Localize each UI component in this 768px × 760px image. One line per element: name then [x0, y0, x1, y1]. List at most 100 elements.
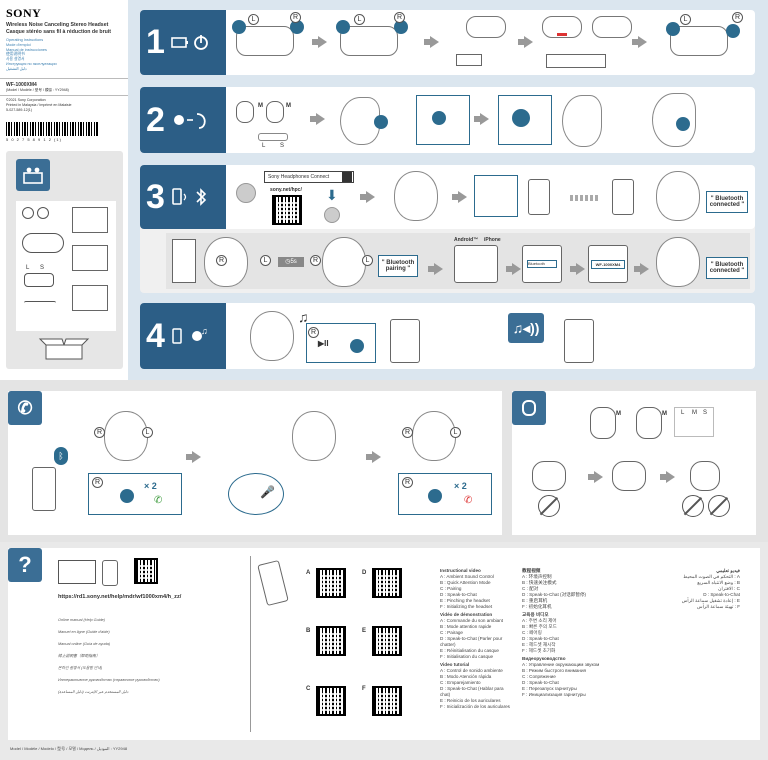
phone-music-illustration	[390, 319, 420, 363]
video-qr-d[interactable]	[372, 568, 402, 598]
r-marker: R	[732, 12, 743, 23]
barcode-digits: 5 0 2 7 5 8 9 1 2 (1)	[6, 137, 62, 142]
earbud-left	[666, 22, 680, 36]
tip-removal-illustration	[532, 461, 566, 491]
os-label-iphone: iPhone	[484, 237, 501, 243]
copyright: ©2021 Sony Corporation Printed in Malays…	[6, 98, 72, 112]
next-arrow	[588, 471, 603, 483]
video-qr-f[interactable]	[372, 686, 402, 716]
step-2-wear: 2 M M L S	[140, 87, 755, 153]
step-number: 1	[146, 23, 165, 61]
tip-label: M	[616, 411, 621, 417]
no-twist-icon	[538, 495, 560, 517]
qr-label-c: C	[306, 686, 311, 692]
microphone-icon: 🎤	[260, 485, 275, 499]
bluetooth-icon: ᛒ	[54, 447, 68, 465]
next-arrow	[428, 263, 443, 275]
l-marker: L	[362, 255, 373, 266]
person-illustration	[250, 311, 294, 361]
footer-model-line: Model / Modèle / Modelo / 型号 / 모델 / Моде…	[10, 746, 128, 751]
earbud-right	[726, 24, 740, 38]
tap-twice-label: × 2	[144, 481, 157, 491]
phone-device-list: WF-1000XM4	[588, 245, 628, 283]
os-label-android: Android™	[454, 237, 479, 243]
video-qr-b[interactable]	[316, 626, 346, 656]
r-marker: R	[94, 427, 105, 438]
eartip-m-right	[266, 101, 284, 123]
call-section: ✆ ᛒ R L R × 2 ✆ 🎤 R L R × 2 ✆	[8, 391, 502, 535]
model-number: WF-1000XM4	[6, 82, 37, 88]
search-text: Sony Headphones Connect	[268, 174, 330, 180]
talk-detail	[228, 473, 284, 515]
earbud	[350, 339, 364, 353]
language-list: Operating Instructions Mode d'emploi Man…	[6, 38, 57, 71]
clock-icon: ◷	[285, 259, 291, 265]
touch-sensor-detail	[172, 239, 196, 283]
phone-settings-illustration	[454, 245, 498, 283]
divider	[0, 95, 128, 96]
next-arrow	[424, 36, 439, 48]
search-icon[interactable]	[342, 172, 352, 182]
guide-lines: Online manual (Help Guide) Manuel en lig…	[58, 618, 160, 694]
help-guide-qr-code[interactable]	[134, 558, 158, 584]
video-qr-e[interactable]	[372, 626, 402, 656]
case-open-illustration	[236, 26, 294, 56]
app-qr-code[interactable]	[272, 195, 302, 225]
phone-bluetooth-icon	[172, 188, 207, 206]
svg-text:♫: ♫	[201, 326, 208, 336]
step-1-charge: 1 L R L R L R	[140, 10, 755, 75]
help-guide-url[interactable]: https://rd1.sony.net/help/mdr/wf1000xm4/…	[58, 594, 182, 600]
tip-size-label-s: S	[40, 265, 45, 271]
earbud	[120, 489, 134, 503]
l-marker: L	[248, 14, 259, 25]
step-4-badge: 4 ♫	[140, 303, 226, 369]
contents-card: L S	[16, 201, 116, 331]
qr-label-d: D	[362, 570, 367, 576]
help-section: ? https://rd1.sony.net/help/mdr/wf1000xm…	[0, 542, 768, 760]
step-number: 2	[146, 100, 165, 139]
eartip-m-left	[236, 101, 254, 123]
ear-illustration	[652, 93, 696, 147]
device-name[interactable]: WF-1000XM4	[591, 260, 625, 269]
tip-label: M	[662, 411, 667, 417]
earbud	[374, 115, 388, 129]
video-legend-col3: فيديو تعليمي A : التحكم في الصوت المحيط …	[681, 568, 740, 609]
r-marker: R	[92, 477, 103, 488]
search-field[interactable]: Sony Headphones Connect	[264, 171, 354, 183]
cable-illustration	[24, 301, 56, 305]
size-label: S	[280, 143, 285, 149]
video-qr-c[interactable]	[316, 686, 346, 716]
end-call-icon: ✆	[464, 495, 473, 506]
next-arrow	[452, 191, 467, 203]
l-marker: L	[354, 14, 365, 25]
person-illustration	[104, 411, 148, 461]
charger-illustration	[456, 54, 482, 66]
video-legend-col1: Instructional video A : Ambient Sound Co…	[440, 568, 510, 709]
answer-call-detail	[88, 473, 182, 515]
insert-detail	[416, 95, 470, 145]
person-illustration	[394, 171, 438, 221]
progress-dashes	[570, 195, 600, 201]
phone-volume-illustration	[564, 319, 594, 363]
no-twist-icon	[682, 495, 704, 517]
step-1-badge: 1	[140, 10, 226, 75]
step-number: 3	[146, 177, 165, 216]
next-arrow	[312, 36, 327, 48]
case-charged-illustration	[592, 16, 632, 38]
size-s: S	[703, 410, 708, 416]
bt-pairing-callout: " Bluetooth pairing "	[378, 255, 418, 277]
video-qr-a[interactable]	[316, 568, 346, 598]
step-number: 4	[146, 316, 165, 355]
next-arrow	[632, 36, 647, 48]
ear-illustration	[340, 97, 380, 145]
step-2-badge: 2	[140, 87, 226, 153]
earbuds-illustration	[22, 207, 50, 219]
doc-illustration	[72, 245, 108, 271]
music-playback-icon: ♫	[172, 326, 208, 344]
next-arrow	[366, 451, 381, 463]
step-4-listen: 4 ♫ ♫ R ▶II ♫◂))	[140, 303, 755, 369]
earbud	[512, 109, 530, 127]
r-marker: R	[310, 255, 321, 266]
next-arrow	[518, 36, 533, 48]
tip-sizes-card: L M S	[674, 407, 714, 437]
